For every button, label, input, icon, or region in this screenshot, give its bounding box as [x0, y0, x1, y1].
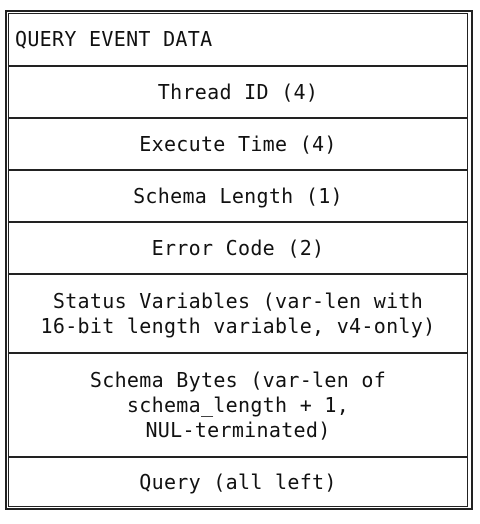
field-query: Query (all left): [8, 457, 468, 507]
field-execute-time: Execute Time (4): [8, 118, 468, 170]
field-schema-length: Schema Length (1): [8, 170, 468, 222]
field-error-code: Error Code (2): [8, 222, 468, 274]
diagram-title: QUERY EVENT DATA: [8, 13, 468, 66]
field-schema-bytes: Schema Bytes (var-len of schema_length +…: [8, 353, 468, 457]
field-thread-id: Thread ID (4): [8, 66, 468, 118]
field-status-variables: Status Variables (var-len with 16-bit le…: [8, 274, 468, 353]
